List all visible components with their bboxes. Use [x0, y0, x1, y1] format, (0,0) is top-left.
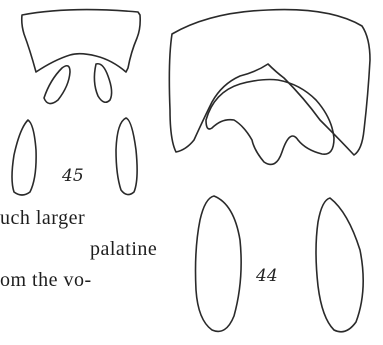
- fig44-right-large-oval: [316, 198, 363, 332]
- fig44-inner-shape: [206, 80, 334, 165]
- figure-44-number: 44: [256, 266, 278, 286]
- body-text-line-2: palatine: [90, 238, 157, 261]
- fig45-left-elongated-oval: [12, 120, 36, 195]
- figure-45-number: 45: [62, 166, 84, 186]
- fig45-right-elongated-oval: [116, 118, 137, 195]
- fig45-plate-outline: [22, 10, 140, 72]
- fig45-left-small-oval: [44, 66, 70, 104]
- fig44-left-large-oval: [196, 196, 242, 331]
- body-text-line-1: uch larger: [0, 207, 85, 230]
- fig44-large-outline: [169, 10, 370, 155]
- body-text-line-3: om the vo-: [0, 269, 92, 292]
- fig45-right-small-oval: [94, 64, 111, 103]
